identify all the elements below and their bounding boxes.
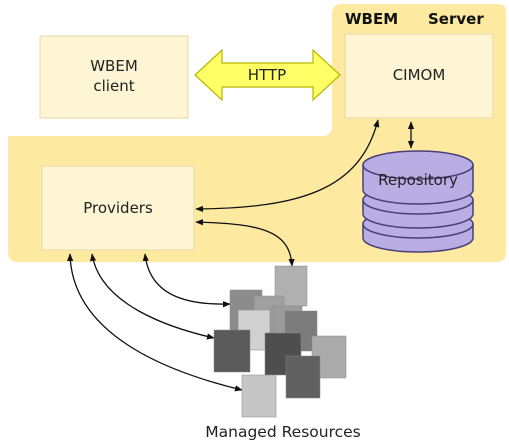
repository-label: Repository	[378, 171, 458, 189]
server-title-server: Server	[428, 10, 484, 28]
resource-square	[241, 374, 277, 418]
resource-square	[285, 355, 321, 399]
providers-resources-arrow-2	[90, 253, 215, 340]
cimom-label: CIMOM	[393, 66, 446, 84]
http-label: HTTP	[248, 66, 286, 84]
cimom-box: CIMOM	[344, 33, 494, 119]
managed-resources-cluster	[213, 265, 347, 418]
resource-square	[213, 329, 251, 373]
managed-resources-caption: Managed Resources	[205, 423, 361, 441]
providers-resources-arrow-top	[195, 219, 295, 267]
http-arrow: HTTP	[194, 48, 341, 102]
repository-icon	[362, 150, 474, 253]
wbem-client-label-line2: client	[93, 77, 134, 95]
providers-box: Providers	[41, 165, 195, 251]
wbem-client-box: WBEM client	[39, 35, 189, 119]
providers-label: Providers	[83, 199, 153, 217]
server-title-wbem: WBEM	[345, 10, 398, 28]
providers-resources-arrow-3	[67, 253, 243, 392]
wbem-client-label-line1: WBEM	[90, 57, 138, 75]
cimom-providers-arrow	[195, 119, 380, 213]
